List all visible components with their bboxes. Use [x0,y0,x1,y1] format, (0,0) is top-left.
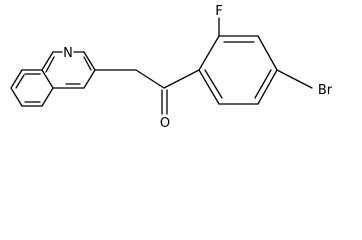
bromine-label: Br [318,83,333,98]
linker-chain [94,69,200,115]
nitrogen-label: N [63,46,73,61]
molecule-structure: F N O Br [10,4,333,131]
pyridine-ring [41,51,96,89]
oxygen-label: O [160,116,170,131]
phenyl-ring [198,17,313,105]
benzo-ring [10,69,54,107]
atom-labels: F N O Br [63,4,333,131]
fluorine-label: F [215,4,222,19]
structure-canvas: F N O Br [10,4,333,131]
